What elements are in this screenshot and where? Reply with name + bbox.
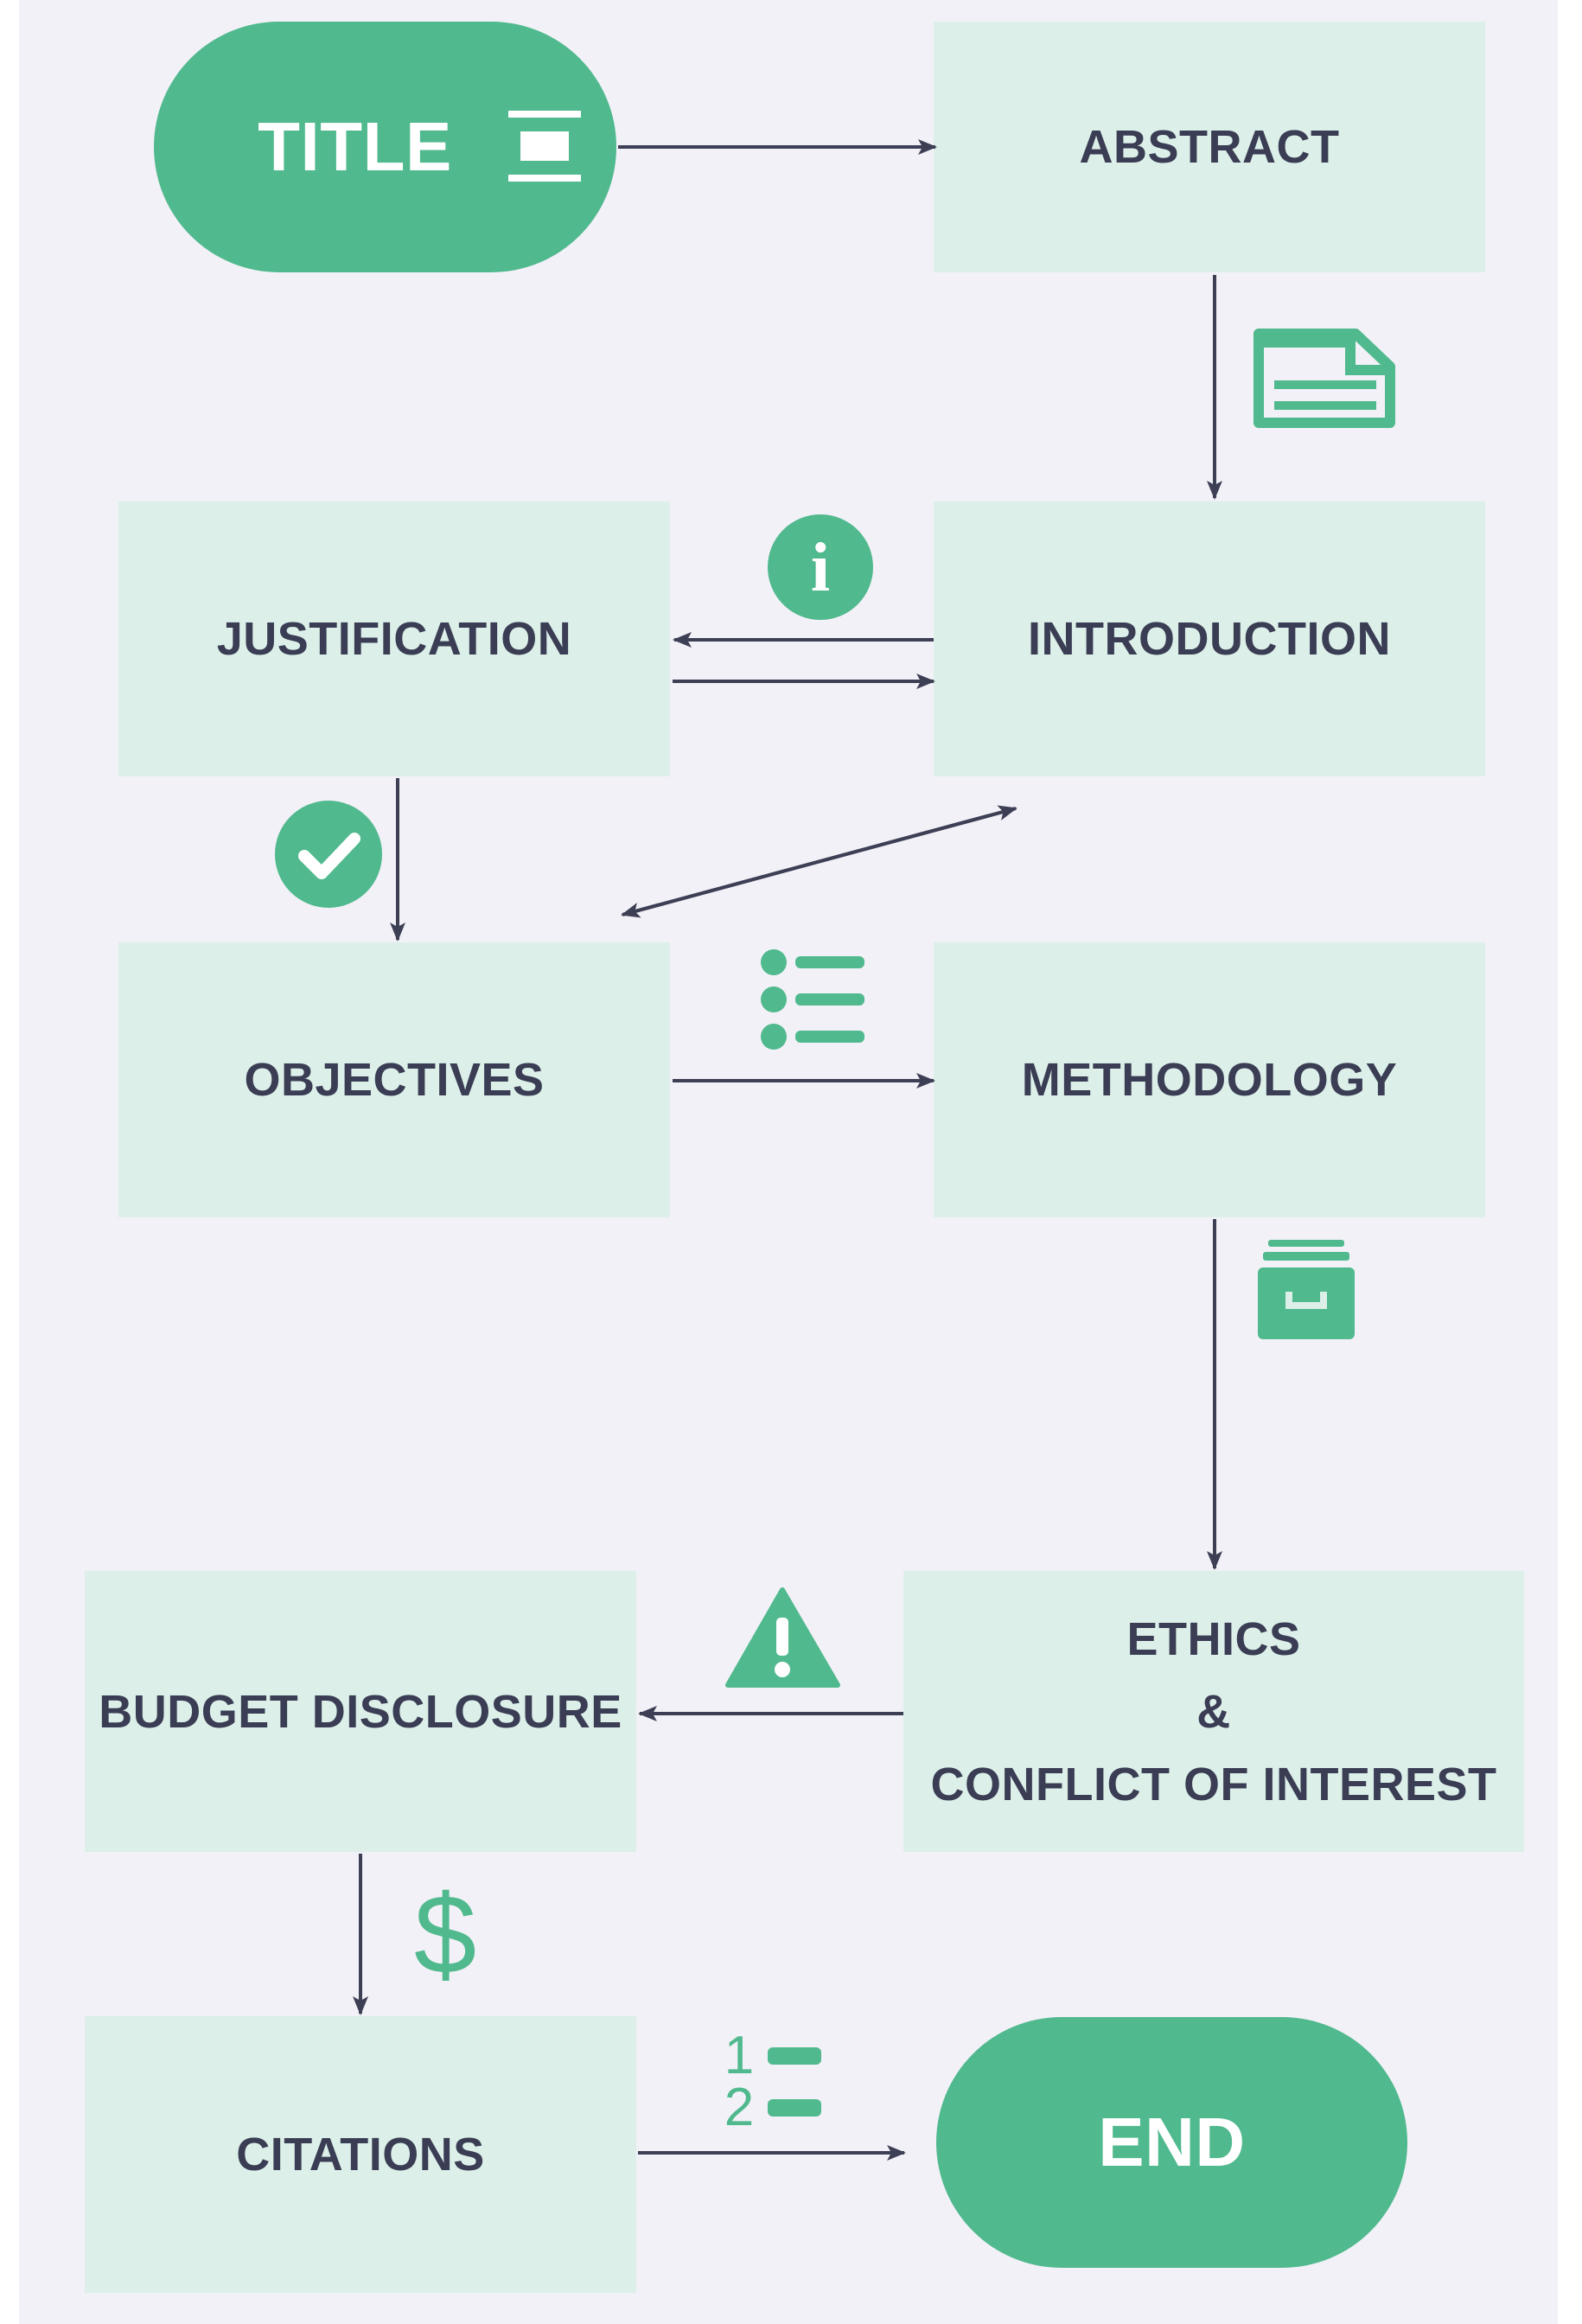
methodology-label: METHODOLOGY [1021,1054,1398,1106]
list-icon [761,949,864,1050]
citations-node: CITATIONS [85,2016,636,2293]
arrow-introduction-to-objectives [621,807,1017,918]
info-icon: i [768,514,873,620]
number-two-glyph: 2 [724,2078,754,2132]
end-label: END [1098,2104,1246,2180]
ethics-label-line2: & [1196,1685,1231,1738]
introduction-node: INTRODUCTION [934,501,1485,776]
introduction-label: INTRODUCTION [1028,613,1391,665]
justification-label: JUSTIFICATION [216,613,572,665]
citations-label: CITATIONS [236,2129,485,2180]
info-glyph: i [811,530,830,606]
title-label: TITLE [258,108,452,185]
abstract-label: ABSTRACT [1079,121,1340,173]
ethics-label-line1: ETHICS [1126,1612,1301,1665]
end-node: END [936,2017,1407,2268]
warning-icon [725,1587,840,1688]
objectives-node: OBJECTIVES [118,942,670,1217]
text-lines-icon [508,111,581,182]
archive-icon [1258,1240,1355,1339]
dollar-glyph: $ [414,1876,476,1989]
number-one-glyph: 1 [724,2028,754,2085]
objectives-label: OBJECTIVES [244,1054,545,1106]
abstract-node: ABSTRACT [934,22,1485,272]
ethics-node: ETHICS & CONFLICT OF INTEREST [903,1571,1524,1852]
dollar-icon: $ [414,1876,476,1989]
document-icon [1253,329,1395,428]
methodology-node: METHODOLOGY [934,942,1485,1217]
ethics-label-line3: CONFLICT OF INTEREST [930,1758,1497,1810]
justification-node: JUSTIFICATION [118,501,670,776]
numbered-list-icon: 1 2 [724,2028,821,2132]
budget-disclosure-node: BUDGET DISCLOSURE [85,1571,636,1852]
budget-disclosure-label: BUDGET DISCLOSURE [99,1685,622,1738]
checkmark-icon [275,801,382,908]
